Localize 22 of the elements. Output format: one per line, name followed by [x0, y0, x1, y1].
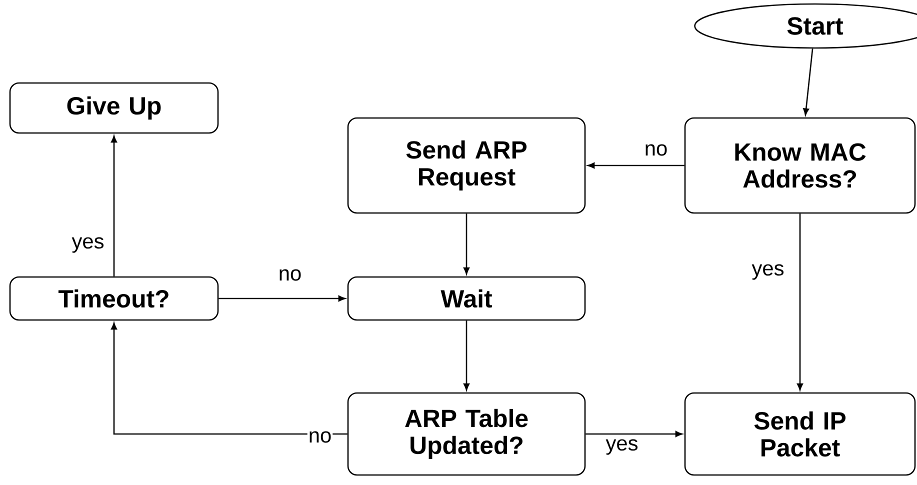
process-box: Know MAC Address?	[684, 117, 916, 214]
process-box: Send ARP Request	[347, 117, 586, 214]
edge-label: no	[643, 143, 669, 157]
arrow	[464, 214, 470, 274]
arrow	[111, 322, 348, 435]
arrow	[464, 320, 470, 390]
process-box: ARP Table Updated?	[347, 392, 586, 476]
arrow	[586, 431, 682, 437]
edge-label: yes	[604, 438, 640, 456]
edge-label: yes	[750, 263, 786, 281]
process-box: Send IP Packet	[684, 392, 916, 476]
arrow	[797, 214, 803, 390]
process-box: Wait	[347, 276, 586, 321]
arrow	[111, 136, 117, 276]
arrow	[588, 162, 684, 168]
edge-label: yes	[70, 236, 106, 254]
process-box: Give Up	[9, 82, 219, 134]
edge-label: no	[277, 268, 303, 282]
arrow	[803, 48, 814, 116]
edge-label: no	[307, 430, 333, 444]
process-box: Timeout?	[9, 276, 219, 321]
arrow	[218, 296, 346, 302]
